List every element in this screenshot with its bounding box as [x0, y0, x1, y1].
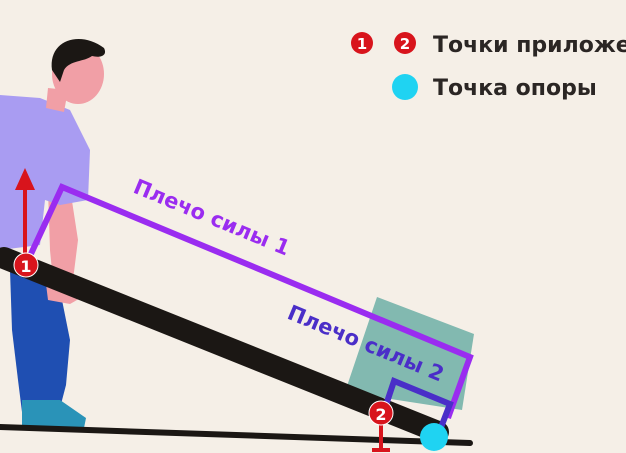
point-1-number: 1 [20, 257, 31, 276]
person-arm [48, 188, 78, 292]
fulcrum-marker [420, 423, 448, 451]
legend-marker-2 [394, 32, 416, 54]
legend-marker-1-number: 1 [357, 35, 367, 53]
legend-marker-2-number: 2 [400, 35, 410, 53]
legend-fulcrum-label: Точка опоры [433, 76, 597, 101]
person-illustration [0, 39, 106, 428]
legend-application-points-label: Точки приложен [433, 33, 626, 58]
person-shirt [0, 95, 90, 250]
point-2-marker [368, 400, 394, 426]
person-shoe [22, 400, 86, 428]
legend: 1 2 Точки приложен Точка опоры [351, 32, 626, 101]
legend-fulcrum-marker [392, 74, 418, 100]
legend-marker-1 [351, 32, 373, 54]
load-box [345, 297, 474, 410]
ground-line [0, 424, 473, 446]
force-1-arrowhead [15, 168, 35, 190]
lever-bar [0, 247, 449, 443]
arm-2-bracket [382, 377, 454, 432]
person-hair [51, 39, 106, 82]
point-1-marker [13, 252, 39, 278]
point-2-number: 2 [375, 405, 386, 424]
arm-1-bracket [27, 183, 474, 420]
